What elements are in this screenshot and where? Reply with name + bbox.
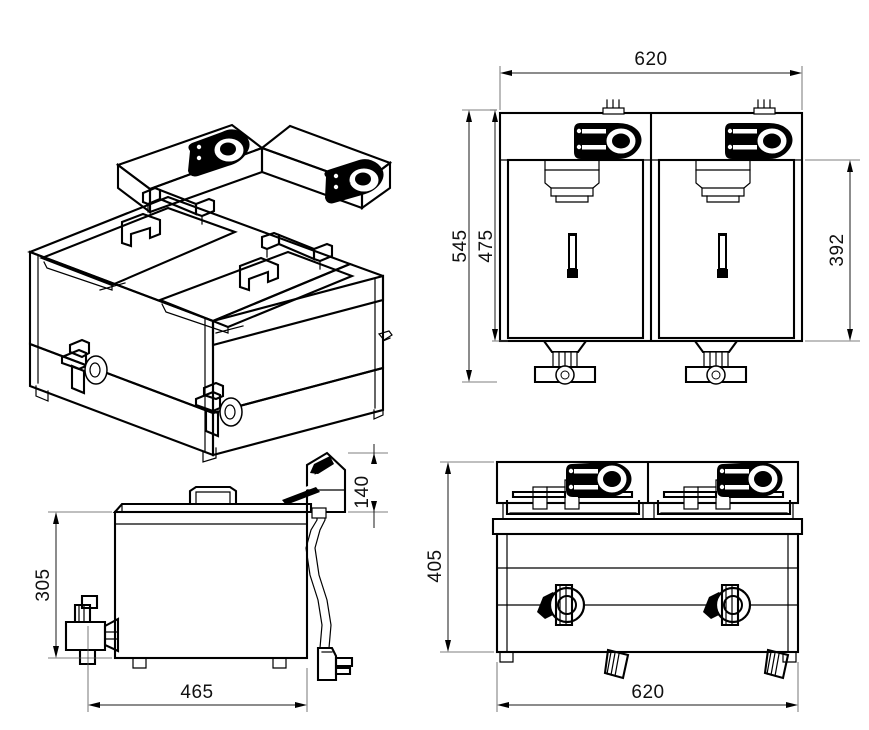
front-knob-left[interactable]	[574, 123, 642, 159]
rear-rim	[491, 517, 804, 536]
dim-label-475: 475	[476, 229, 497, 262]
side-foot-left	[132, 657, 147, 669]
rear-foot-right	[782, 651, 797, 663]
control-panel-right-edge	[361, 187, 391, 209]
body-skirt-left	[28, 342, 215, 457]
dimension-side-depth: 465	[87, 626, 308, 712]
basket-grip-right	[238, 256, 280, 292]
dimension-side-panel-height: 140	[348, 444, 388, 528]
rear-tank-left-edges	[502, 502, 644, 520]
side-foot-right	[272, 657, 287, 669]
body-face-right	[211, 274, 385, 415]
dim-label-305: 305	[33, 568, 54, 601]
body-face-left	[28, 250, 215, 415]
rear-connector-nub	[377, 330, 393, 341]
knob-left[interactable]	[188, 129, 250, 177]
drain-tap-iso-right	[194, 381, 243, 438]
rear-knob-right[interactable]	[717, 462, 783, 497]
rear-basket-frame-left	[505, 479, 641, 516]
side-cabinet	[113, 510, 309, 660]
dim-label-392: 392	[827, 233, 848, 266]
front-knob-right[interactable]	[725, 123, 793, 159]
dim-label-140: 140	[352, 475, 373, 508]
dim-label-620-top: 620	[634, 49, 667, 70]
dimension-side-height: 305	[33, 511, 112, 659]
dimension-rear-height: 405	[425, 461, 494, 653]
front-element-left	[567, 233, 578, 278]
foot-right	[373, 405, 384, 420]
knob-right[interactable]	[324, 159, 384, 204]
dim-label-620-bottom: 620	[631, 682, 664, 703]
rear-tank-right-edges	[653, 502, 794, 520]
rear-drain-tap-left	[537, 583, 586, 627]
front-pin-left	[602, 99, 625, 115]
rear-castor-left	[603, 648, 630, 680]
basket-handle-left	[141, 186, 216, 225]
rear-connector-line	[382, 337, 391, 342]
dimension-front-tank-height: 392	[805, 159, 860, 342]
side-lid-handle	[188, 485, 238, 505]
dim-label-405: 405	[425, 549, 446, 582]
side-power-plug	[316, 646, 354, 682]
dim-label-545: 545	[450, 229, 471, 262]
front-tank-right	[657, 158, 796, 340]
body-top-deck-right	[211, 262, 385, 347]
view-front: 620 545 475	[450, 49, 860, 385]
dimension-front-width: 620	[499, 49, 803, 110]
lid-separator	[111, 231, 236, 286]
side-top-rim	[112, 502, 313, 514]
rear-drain-tap-right	[703, 583, 752, 627]
view-side: 305 140 465	[33, 444, 388, 712]
front-basket-right	[695, 159, 751, 203]
dimension-front-total-height: 545	[450, 109, 497, 383]
basket-grip-left	[120, 212, 162, 248]
rear-foot-left	[499, 651, 514, 663]
front-pin-right	[753, 99, 776, 115]
side-power-cord	[305, 507, 332, 649]
dim-label-465: 465	[180, 682, 213, 703]
front-element-right	[717, 233, 728, 278]
rear-cabinet	[495, 532, 800, 654]
foot-center	[202, 447, 217, 463]
dimension-front-body-height: 475	[476, 109, 508, 342]
control-panel-left-side	[116, 162, 152, 215]
foot-left	[35, 385, 49, 402]
rear-castor-right	[763, 648, 790, 680]
side-control-box	[305, 451, 347, 514]
drain-tap-iso-left	[60, 338, 108, 395]
front-drain-tap-left	[533, 339, 597, 385]
front-basket-left	[544, 159, 600, 203]
rear-knob-left[interactable]	[566, 462, 632, 497]
rear-cabinet-side-edges	[506, 533, 789, 653]
view-isometric	[27, 123, 393, 463]
front-tank-left	[506, 158, 645, 340]
front-drain-tap-right	[684, 339, 748, 385]
tank-lid-left	[39, 206, 238, 291]
side-drain-tap	[64, 594, 120, 666]
basket-handle-right	[260, 231, 334, 270]
view-rear: 405 620	[425, 460, 804, 712]
dimension-rear-width: 620	[496, 662, 799, 712]
side-knob-arm	[282, 485, 320, 505]
